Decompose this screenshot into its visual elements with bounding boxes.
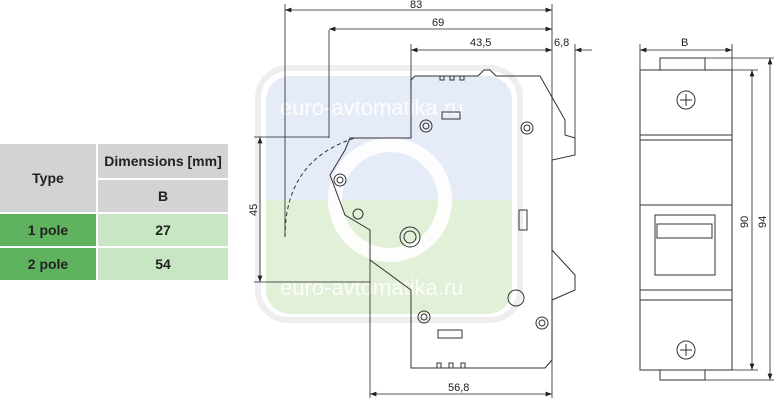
b-header: B	[98, 180, 228, 212]
dim-69: 69	[432, 17, 444, 29]
watermark-text: euro-avtomatika.ru	[280, 95, 463, 120]
value-cell: 27	[98, 214, 228, 246]
dimension-lines	[254, 4, 774, 398]
type-cell: 1 pole	[0, 214, 96, 246]
dim-b: B	[681, 37, 688, 49]
dim-94: 94	[757, 216, 769, 228]
type-header: Type	[0, 144, 96, 212]
dim-90: 90	[739, 216, 751, 228]
dim-56-8: 56,8	[448, 382, 469, 394]
type-cell: 2 pole	[0, 248, 96, 280]
dim-83: 83	[410, 0, 422, 11]
dim-45: 45	[248, 204, 260, 216]
dimensions-header: Dimensions [mm]	[98, 144, 228, 178]
watermark-text: euro-avtomatika.ru	[280, 275, 463, 300]
value-cell: 54	[98, 248, 228, 280]
side-view	[284, 69, 576, 369]
front-view	[639, 57, 733, 381]
dim-6-8: 6,8	[554, 37, 569, 49]
dim-43-5: 43,5	[470, 37, 491, 49]
